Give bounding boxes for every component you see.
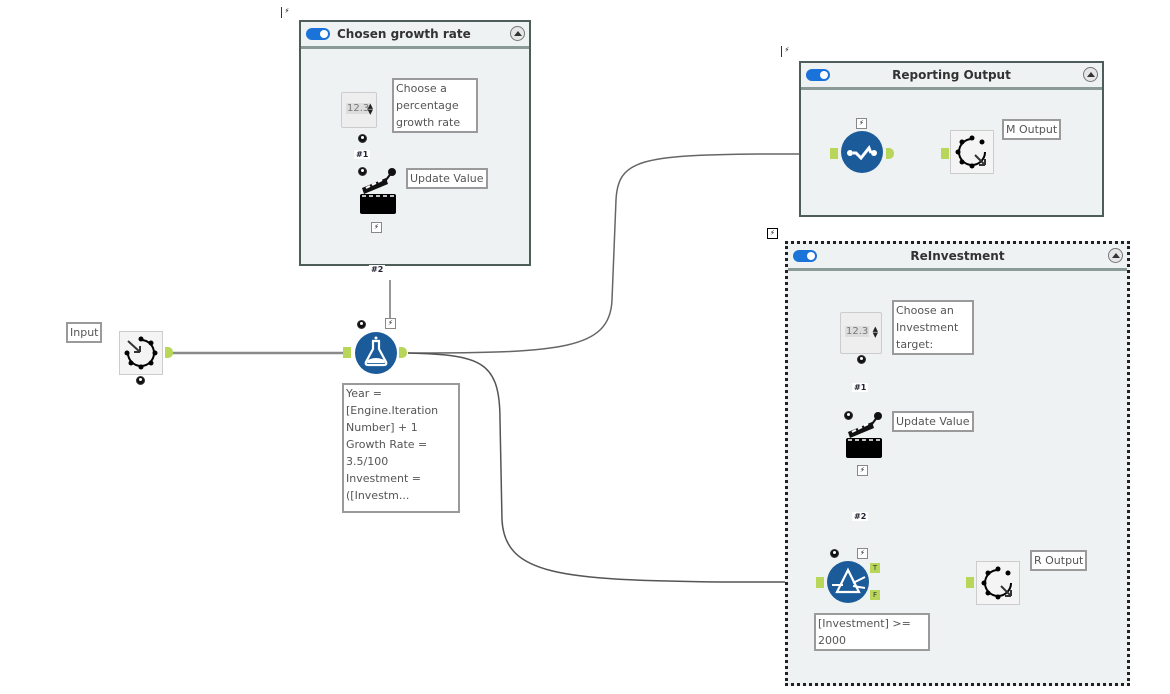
connection-label: #2	[852, 512, 869, 521]
detour-check-icon	[847, 145, 877, 161]
formula-annotation: Year = [Engine.Iteration Number] + 1 Gro…	[342, 383, 460, 513]
action-output-anchor[interactable]: ⚡	[371, 222, 382, 233]
collapse-button[interactable]	[1108, 248, 1123, 263]
detour-input-anchor[interactable]	[830, 148, 838, 159]
formula-input-anchor[interactable]	[343, 347, 351, 358]
action-tool-clapperboard-icon[interactable]	[844, 410, 884, 460]
detour-tool[interactable]	[841, 131, 883, 173]
container-header[interactable]: ReInvestment	[788, 244, 1127, 271]
container-chosen-growth-rate[interactable]: Chosen growth rate	[299, 20, 531, 266]
detour-control-anchor[interactable]: ⚡	[856, 118, 867, 129]
filter-question-icon	[830, 549, 839, 558]
container-header[interactable]: Reporting Output	[801, 63, 1102, 90]
macro-input-gear-icon	[124, 336, 158, 370]
question-anchor-icon	[857, 355, 866, 364]
numeric-annotation: Choose a percentage growth rate	[392, 78, 478, 133]
filter-false-anchor[interactable]: F	[870, 590, 880, 600]
numeric-value: 12.3	[845, 326, 870, 337]
numeric-value: 12.3	[346, 103, 371, 114]
numeric-up-down-tool[interactable]: 12.3 ▲▼	[840, 312, 882, 354]
connection-label: #1	[354, 150, 371, 159]
action-input-anchor-icon	[844, 411, 853, 420]
spinner-arrows-icon: ▲▼	[367, 102, 373, 116]
formula-control-anchor[interactable]: ⚡	[385, 318, 396, 329]
connection-label: #1	[852, 383, 869, 392]
collapse-button[interactable]	[510, 26, 525, 41]
macro-input-question-icon	[136, 376, 145, 385]
filter-tool[interactable]	[827, 561, 869, 603]
input-annotation: Input	[66, 322, 103, 343]
macro-output-tool[interactable]	[950, 130, 994, 174]
container-title: ReInvestment	[910, 249, 1005, 263]
macro-output-tool[interactable]	[976, 561, 1020, 605]
formula-flask-icon	[364, 336, 388, 367]
container-title: Chosen growth rate	[337, 27, 471, 41]
macro-input-tool[interactable]	[119, 331, 163, 375]
macro-output-gear-icon	[955, 135, 986, 169]
macro-output-annotation: R Output	[1030, 550, 1088, 571]
formula-output-anchor[interactable]	[399, 347, 407, 358]
action-input-anchor-icon	[358, 167, 367, 176]
filter-input-anchor[interactable]	[816, 577, 824, 588]
macro-output-input-anchor[interactable]	[941, 148, 949, 159]
action-annotation: Update Value	[406, 168, 488, 189]
action-output-anchor[interactable]: ⚡	[857, 465, 868, 476]
action-annotation: Update Value	[892, 411, 974, 432]
macro-output-annotation: M Output	[1002, 119, 1062, 140]
container-header[interactable]: Chosen growth rate	[301, 22, 529, 49]
input-output-anchor[interactable]	[165, 347, 173, 358]
formula-tool[interactable]	[355, 332, 397, 374]
wire-formula-to-filter	[407, 352, 818, 583]
formula-question-icon	[357, 320, 366, 329]
filter-control-anchor[interactable]: ⚡	[857, 548, 868, 559]
container-question-marker: ⚡	[767, 228, 778, 239]
container-title: Reporting Output	[892, 68, 1011, 82]
container-question-marker: ⚡	[781, 46, 792, 57]
detour-output-anchor[interactable]	[886, 148, 894, 159]
macro-output-gear-icon	[981, 566, 1012, 600]
filter-annotation: [Investment] >= 2000	[814, 613, 930, 651]
container-enable-toggle[interactable]	[306, 28, 330, 40]
action-tool-clapperboard-icon[interactable]	[358, 166, 398, 216]
container-enable-toggle[interactable]	[806, 69, 830, 81]
connection-label: #2	[369, 265, 386, 274]
filter-true-anchor[interactable]: T	[870, 563, 880, 573]
collapse-button[interactable]	[1083, 67, 1098, 82]
container-enable-toggle[interactable]	[793, 250, 817, 262]
container-question-marker: ⚡	[281, 7, 292, 18]
spinner-arrows-icon: ▲▼	[872, 325, 878, 339]
filter-prism-icon	[832, 567, 866, 594]
macro-output-input-anchor[interactable]	[966, 577, 974, 588]
numeric-annotation: Choose an Investment target:	[892, 300, 974, 355]
numeric-up-down-tool[interactable]: 12.3 ▲▼	[341, 92, 377, 128]
question-anchor-icon	[358, 134, 367, 143]
